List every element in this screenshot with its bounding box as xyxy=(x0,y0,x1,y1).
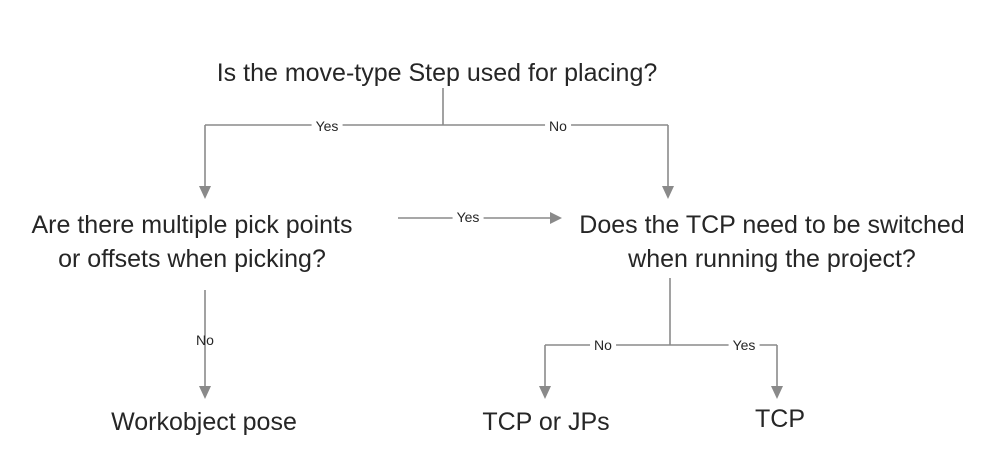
arrowhead-to-tcp xyxy=(771,386,783,399)
edge-label-right-yes: Yes xyxy=(728,337,760,353)
left-question-line2: or offsets when picking? xyxy=(58,245,326,273)
edge-label-left-to-right-yes: Yes xyxy=(452,209,484,225)
arrowhead-to-right-question xyxy=(662,186,674,199)
edge-label-root-yes: Yes xyxy=(311,118,343,134)
edge-label-right-no: No xyxy=(590,337,616,353)
edge-label-left-no: No xyxy=(196,332,214,348)
right-question: Does the TCP need to be switched when ru… xyxy=(579,208,964,276)
arrowhead-to-tcp-or-jps xyxy=(539,386,551,399)
arrowhead-left-to-right xyxy=(550,212,562,224)
outcome-tcp: TCP xyxy=(755,405,805,433)
arrowhead-to-left-question xyxy=(199,186,211,199)
left-question-line1: Are there multiple pick points xyxy=(31,211,353,239)
arrowhead-to-workobject xyxy=(199,386,211,399)
right-question-line2: when running the project? xyxy=(628,245,916,273)
outcome-workobject-pose: Workobject pose xyxy=(111,408,297,436)
left-question: Are there multiple pick points or offset… xyxy=(32,208,353,276)
edge-label-root-no: No xyxy=(545,118,571,134)
outcome-tcp-or-jps: TCP or JPs xyxy=(482,408,610,436)
root-question: Is the move-type Step used for placing? xyxy=(216,59,658,87)
right-question-line1: Does the TCP need to be switched xyxy=(579,211,965,239)
